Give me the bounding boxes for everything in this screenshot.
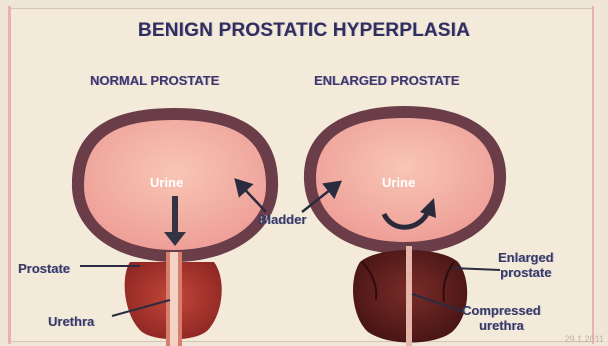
urine-label-normal: Urine (150, 175, 183, 190)
compressed-urethra-label: Compressed urethra (462, 303, 541, 333)
urine-label-enlarged: Urine (382, 175, 415, 190)
enlarged-prostate-label-line1: Enlarged (498, 250, 554, 265)
enlarged-prostate-label-line2: prostate (498, 265, 554, 280)
compressed-urethra-label-line2: urethra (462, 318, 541, 333)
date-watermark: 29.1.2011 (565, 334, 604, 344)
prostate-label: Prostate (18, 261, 70, 276)
enlarged-prostate-label: Enlarged prostate (498, 250, 554, 280)
compressed-urethra-label-line1: Compressed (462, 303, 541, 318)
bladder-label: Bladder (258, 212, 306, 227)
enlarged-prostate (353, 246, 467, 346)
urethra-label: Urethra (48, 314, 94, 329)
